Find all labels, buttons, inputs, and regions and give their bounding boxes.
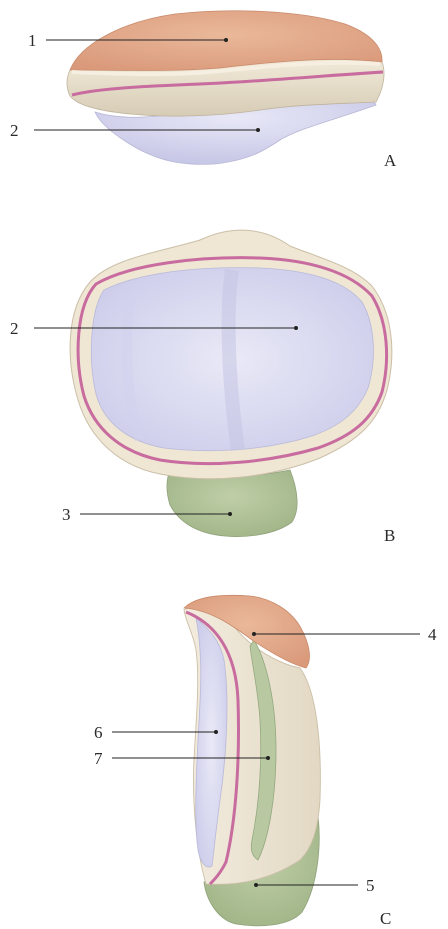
callout-b2: 2 xyxy=(10,319,19,338)
panel-label-a: A xyxy=(384,151,397,170)
callout-c7: 7 xyxy=(94,749,103,768)
callout-a1: 1 xyxy=(28,31,37,50)
panel-b-green-region xyxy=(167,470,297,537)
callout-c5: 5 xyxy=(366,876,375,895)
panel-labels: A B C xyxy=(380,151,397,928)
panel-label-c: C xyxy=(380,909,391,928)
panel-c-illustration xyxy=(184,595,320,925)
callout-b3: 3 xyxy=(62,505,71,524)
panel-b-illustration xyxy=(70,230,392,536)
callout-a2: 2 xyxy=(10,121,19,140)
panel-label-b: B xyxy=(384,526,395,545)
callout-c4: 4 xyxy=(428,625,437,644)
callout-c6: 6 xyxy=(94,723,103,742)
panel-a-illustration xyxy=(67,11,384,165)
